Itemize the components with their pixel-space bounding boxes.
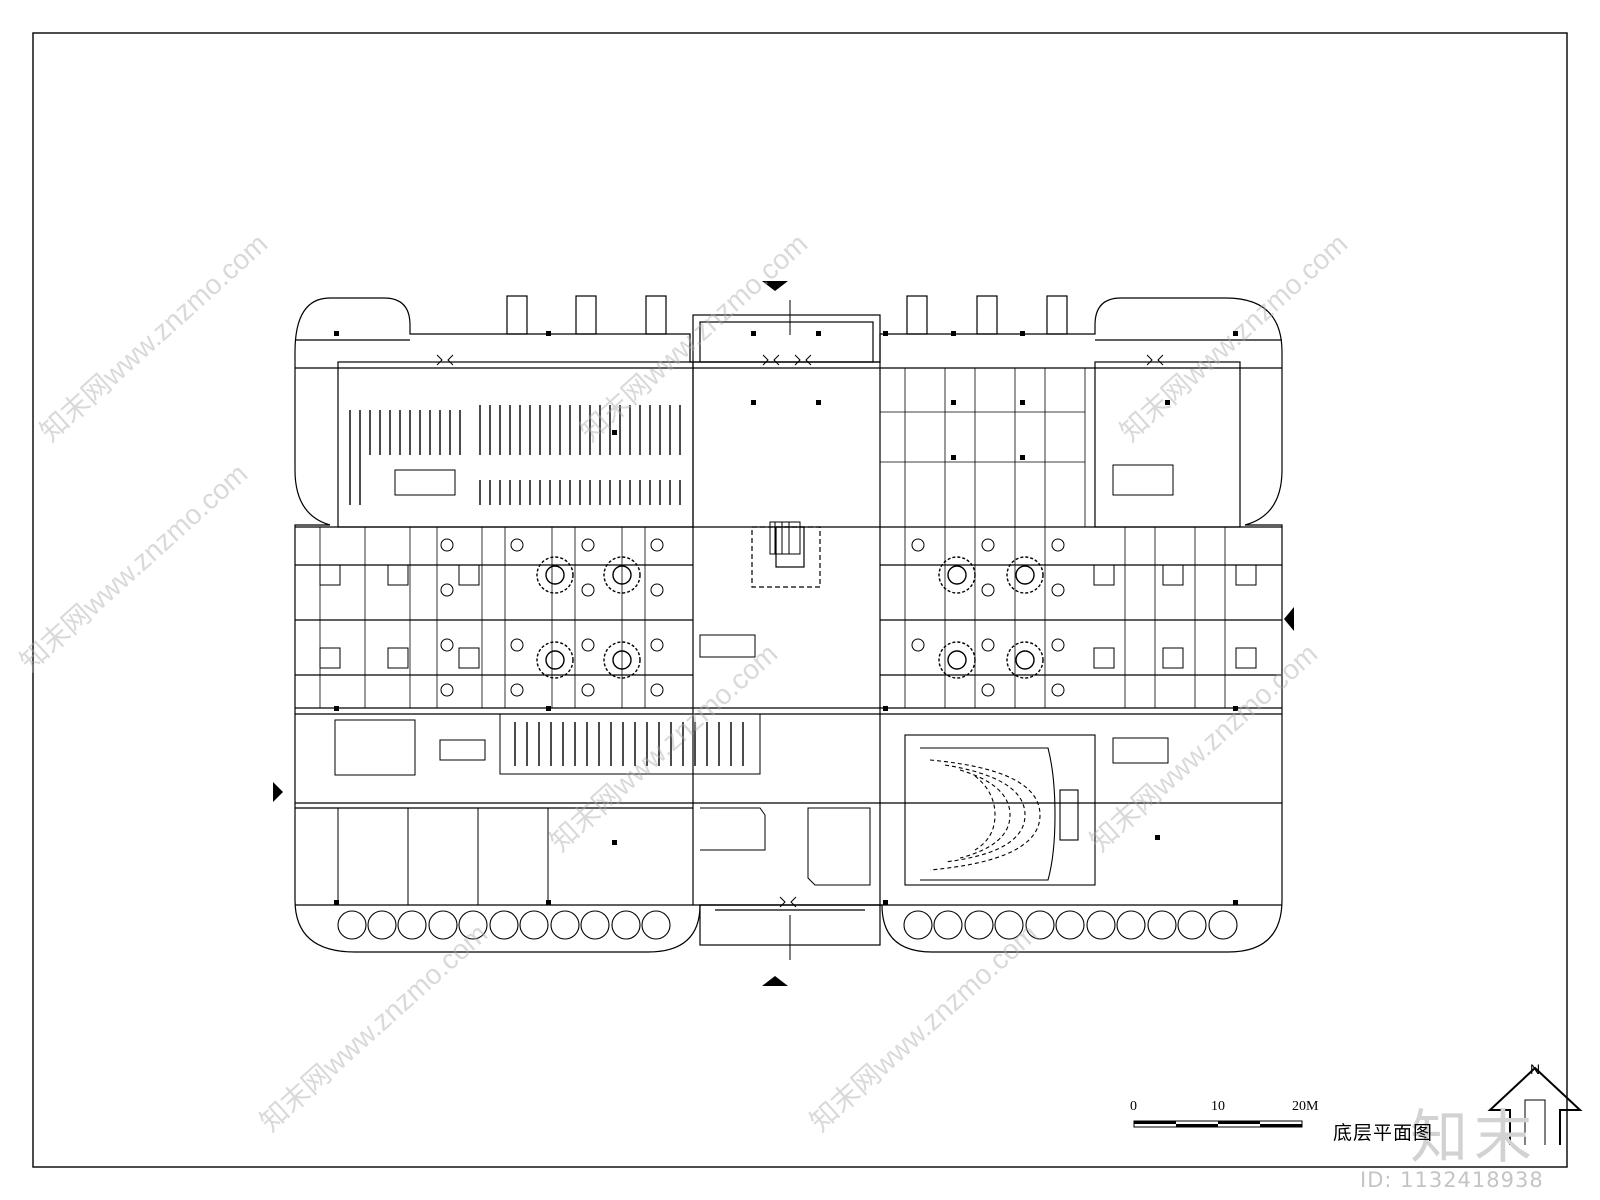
bookshelves-south (499, 713, 761, 775)
top-pavilions (506, 295, 1068, 335)
brand-logo: 知末 (1410, 1103, 1539, 1171)
doors (436, 354, 1164, 908)
sheet-border (32, 32, 1568, 1168)
scale-label-0: 0 (1130, 1099, 1137, 1114)
entrance-arrows (273, 281, 1294, 986)
structural-columns (334, 331, 1238, 905)
scale-label-10: 10 (1211, 1099, 1225, 1114)
stairs (394, 464, 1174, 764)
drawing-title: 底层平面图 (1333, 1122, 1434, 1144)
bookshelves-north (349, 405, 681, 505)
scale-bar (1133, 1120, 1303, 1128)
south-trees (337, 910, 1238, 940)
courtyard-trees (536, 556, 1044, 679)
image-id-label: ID: 1132418938 (1360, 1168, 1544, 1192)
north-label: N (1530, 1061, 1541, 1077)
south-rooms (334, 719, 871, 906)
courtyard-columns (319, 564, 1257, 669)
building-outline (294, 297, 1283, 953)
scale-label-20m: 20M (1292, 1099, 1319, 1114)
courtyard-tables (440, 538, 1065, 697)
auditorium (904, 734, 1096, 886)
north-arrow-icon (1487, 1066, 1583, 1145)
